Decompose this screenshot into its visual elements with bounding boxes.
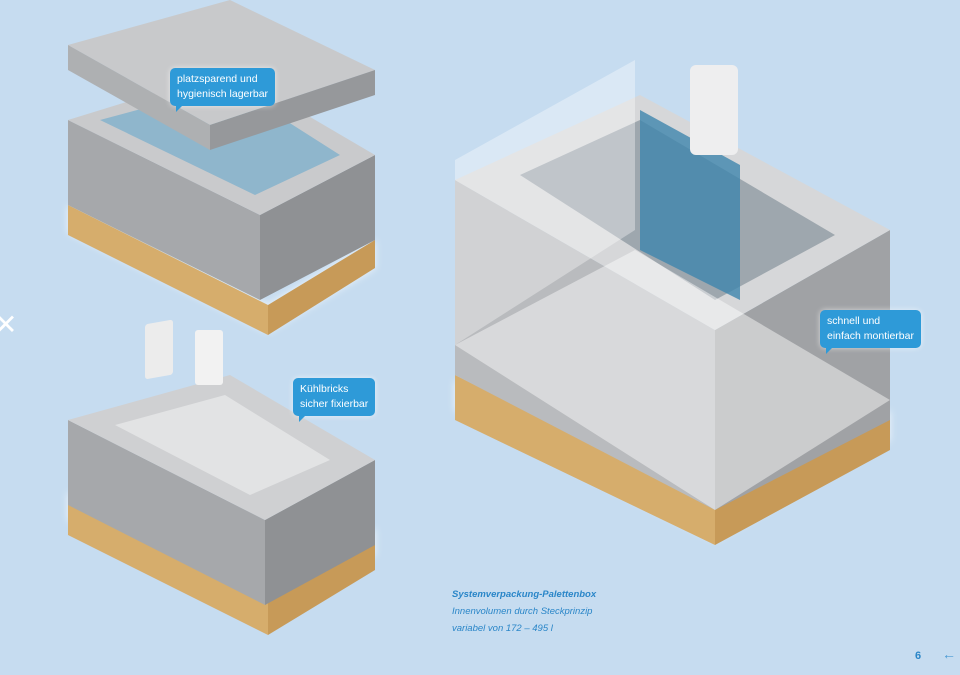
caption-title: Systemverpackung-Palettenbox — [452, 589, 597, 600]
box-stacked-lid — [68, 0, 375, 335]
callout-assembly: schnell und einfach montierbar — [820, 310, 921, 354]
callout-stackable: platzsparend und hygienisch lagerbar — [170, 68, 276, 112]
callout-line: platzsparend und — [177, 73, 258, 85]
caption-line: Innenvolumen durch Steckprinzip — [452, 606, 593, 617]
callout-coolbricks: Kühlbricks sicher fixierbar — [293, 378, 376, 422]
callout-line: schnell und — [827, 315, 881, 327]
caption-line: variabel von 172 – 495 l — [452, 623, 553, 634]
callout-line: sicher fixierbar — [300, 398, 369, 410]
page-number: 6 — [915, 650, 922, 662]
box-main-assembly — [455, 60, 890, 545]
box-open-coolbricks — [68, 319, 375, 635]
callout-line: einfach montierbar — [827, 330, 914, 342]
caption: Systemverpackung-Palettenbox Innenvolume… — [452, 586, 596, 637]
previous-page-edge-icon[interactable]: ✕ — [0, 309, 18, 340]
callout-line: hygienisch lagerbar — [177, 88, 269, 100]
back-arrow-icon[interactable]: ← — [942, 646, 956, 662]
callout-line: Kühlbricks — [300, 383, 349, 395]
